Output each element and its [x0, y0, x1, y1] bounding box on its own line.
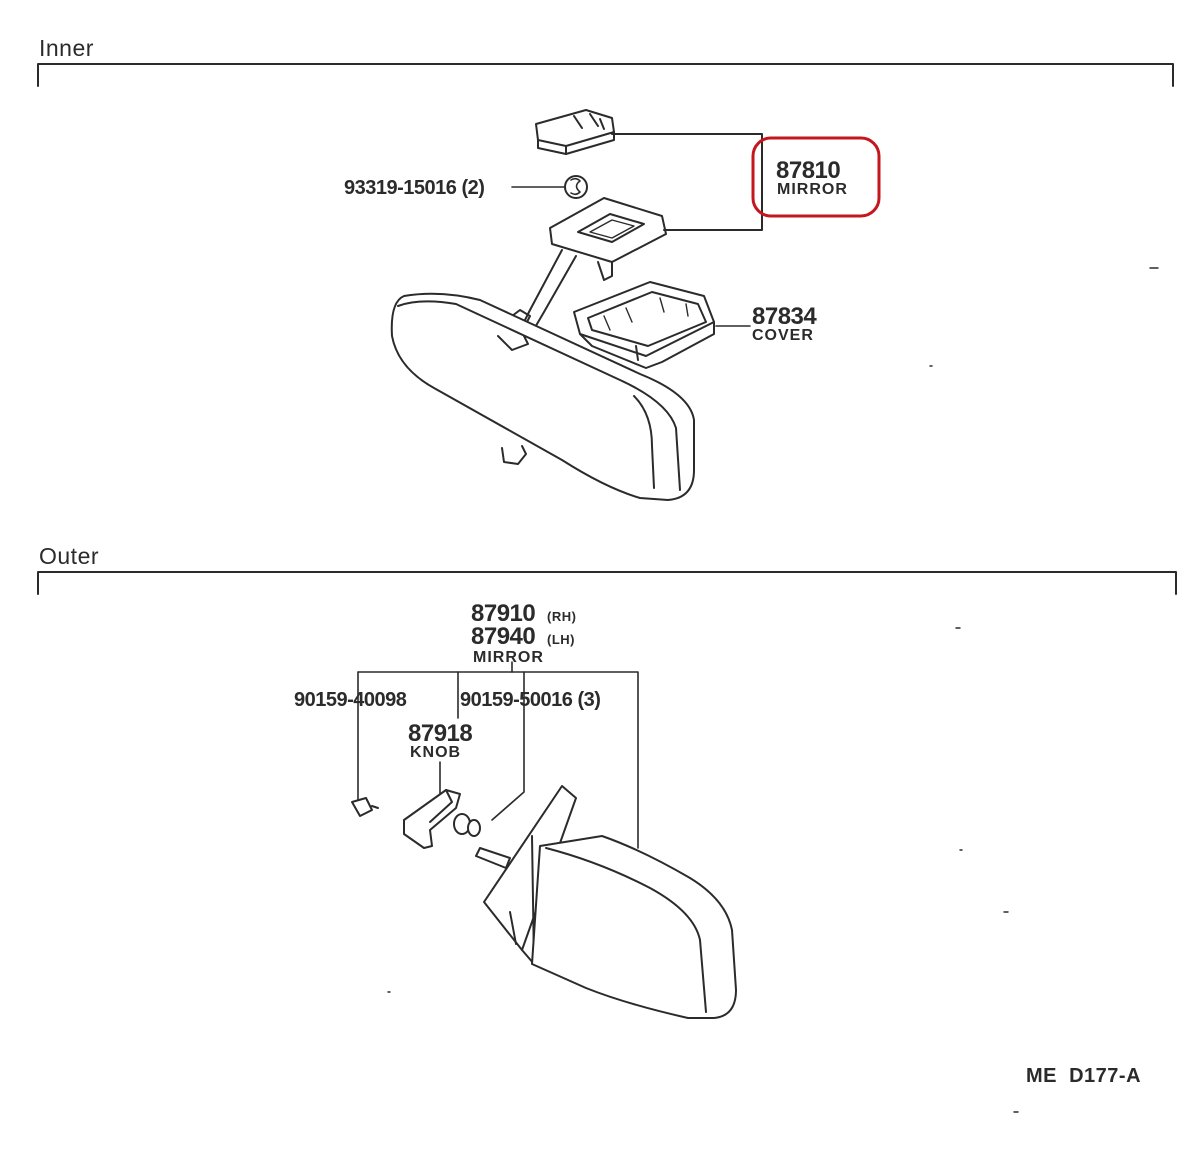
small-screw-part	[351, 797, 379, 817]
knob-part	[403, 789, 461, 849]
mounting-stud-part	[475, 847, 511, 869]
cover-part-name: COVER	[752, 327, 814, 344]
outer-mirror-name: MIRROR	[473, 649, 544, 666]
knob-part-name: KNOB	[410, 744, 462, 761]
mirror-part-name: MIRROR	[777, 181, 848, 198]
outer-mirror-part	[483, 785, 737, 1019]
rear-view-mirror-part	[390, 292, 695, 501]
screw-s-part	[564, 175, 588, 199]
outer-leader-lines	[357, 661, 639, 849]
outer-section-title: Outer	[39, 543, 100, 569]
cover-part-number: 87834	[752, 303, 817, 330]
base-plate-part	[535, 109, 615, 155]
mirror-87810-bracket-line	[611, 133, 763, 231]
inner-section-title: Inner	[39, 35, 94, 61]
outer-mirror-rh-number: 87910	[471, 600, 536, 627]
washer-nut-part	[453, 813, 481, 837]
knob-part-number: 87918	[408, 720, 473, 747]
screw-part-number: 93319-15016 (2)	[344, 177, 485, 199]
outer-mirror-rh-suffix: (RH)	[547, 609, 577, 624]
scan-specks	[387, 267, 1159, 1113]
screw-b-part-number: 90159-50016 (3)	[460, 689, 601, 711]
outer-mirror-lh-suffix: (LH)	[547, 632, 575, 647]
mirror-part-number: 87810	[776, 157, 841, 184]
outer-section-bracket	[37, 571, 1177, 595]
cover-part	[573, 281, 715, 369]
outer-mirror-lh-number: 87940	[471, 623, 536, 650]
diagram-code: ME D177-A	[1026, 1065, 1142, 1087]
screw-a-part-number: 90159-40098	[294, 689, 407, 711]
highlight-frame	[751, 136, 881, 218]
inner-section-bracket	[37, 63, 1174, 87]
